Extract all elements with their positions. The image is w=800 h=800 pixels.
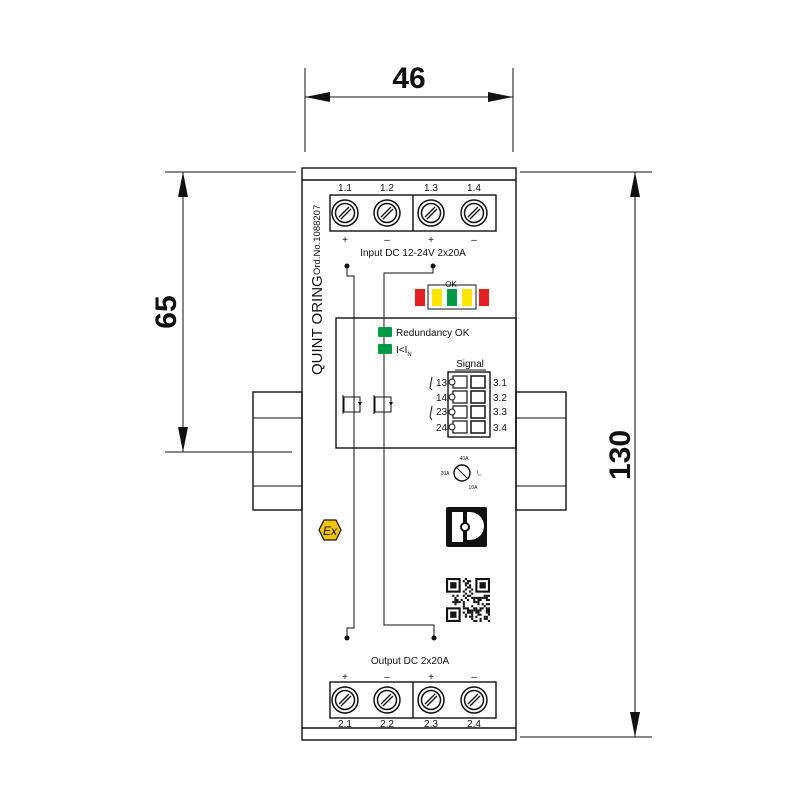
redundancy-ok-led — [378, 327, 392, 337]
dial-label: IN — [477, 470, 481, 477]
terminal-label: 2.4 — [467, 719, 481, 730]
terminal-label: 2.2 — [380, 719, 394, 730]
dial-label: 20A — [441, 471, 451, 477]
input-label: Input DC 12-24V 2x20A — [360, 248, 466, 259]
dial-label: 10A — [469, 485, 479, 491]
polarity: – — [471, 672, 477, 683]
mosfet-symbol-1 — [342, 395, 362, 414]
signal-terminal[interactable] — [448, 405, 486, 419]
terminal-screw-icon[interactable] — [460, 686, 488, 714]
signal-terminal[interactable] — [448, 420, 486, 434]
contact-label: 24 — [436, 423, 448, 434]
terminal-label: 1.1 — [338, 183, 352, 194]
ex-mark-text: Ex — [323, 524, 338, 538]
polarity: + — [342, 672, 348, 683]
contact-label: 13 — [436, 378, 448, 389]
din-rail-left — [252, 391, 303, 511]
output-terminal-block: + – + – 2.1 2.2 2.3 2.4 — [329, 672, 497, 730]
contact-label: 3.3 — [493, 407, 507, 418]
led-bar: OK — [415, 280, 489, 310]
signal-terminal[interactable] — [448, 390, 486, 404]
current-limit-dial[interactable]: 40A 20A 10A IN — [441, 456, 481, 491]
terminal-screw-icon[interactable] — [417, 199, 445, 227]
terminal-screw-icon[interactable] — [331, 199, 359, 227]
polarity: – — [471, 235, 477, 246]
terminal-screw-icon[interactable] — [460, 199, 488, 227]
terminal-label: 1.3 — [424, 183, 438, 194]
current-label: I<IN — [396, 345, 412, 358]
contact-label: 23 — [436, 407, 448, 418]
terminal-screw-icon[interactable] — [373, 686, 401, 714]
polarity: + — [428, 672, 434, 683]
dimension-height: 130 — [520, 171, 652, 738]
output-label: Output DC 2x20A — [371, 656, 450, 667]
contact-label: 3.4 — [493, 423, 507, 434]
device-housing — [301, 167, 517, 741]
terminal-screw-icon[interactable] — [373, 199, 401, 227]
terminal-label: 1.4 — [467, 183, 481, 194]
dimension-width: 46 — [304, 62, 514, 152]
terminal-screw-icon[interactable] — [417, 686, 445, 714]
signal-title: Signal — [456, 359, 484, 370]
dial-label: 40A — [460, 456, 470, 462]
redundancy-ok-label: Redundancy OK — [396, 328, 470, 339]
terminal-screw-icon[interactable] — [331, 686, 359, 714]
led-green — [447, 289, 457, 306]
upper-height-value: 65 — [150, 295, 183, 328]
signal-connector: Signal 13 14 23 24 3.1 3.2 3.3 3.4 — [429, 359, 507, 438]
contact-label: 3.1 — [493, 378, 507, 389]
contact-label: 3.2 — [493, 393, 507, 404]
brand-logo-icon — [446, 507, 487, 547]
qr-code — [446, 578, 490, 622]
signal-terminal[interactable] — [448, 375, 486, 389]
polarity: + — [342, 235, 348, 246]
terminal-label: 2.3 — [424, 719, 438, 730]
led-red — [415, 289, 425, 306]
device-name: QUINT ORING — [309, 275, 326, 375]
terminal-label: 1.2 — [380, 183, 394, 194]
input-terminal-block: 1.1 1.2 1.3 1.4 + – + – — [329, 183, 497, 246]
contact-label: 14 — [436, 393, 448, 404]
led-yellow — [462, 289, 472, 306]
led-yellow — [432, 289, 442, 306]
polarity: + — [428, 235, 434, 246]
led-red — [479, 289, 489, 306]
height-value: 130 — [604, 430, 637, 480]
dimension-upper-height: 65 — [150, 171, 296, 453]
width-value: 46 — [392, 62, 425, 95]
terminal-label: 2.1 — [338, 719, 352, 730]
mosfet-symbol-2 — [373, 395, 393, 414]
internal-wiring — [342, 263, 437, 641]
polarity: – — [384, 235, 390, 246]
polarity: – — [384, 672, 390, 683]
current-led — [378, 344, 392, 354]
ex-mark-icon: Ex — [318, 519, 342, 541]
din-rail-right — [515, 391, 567, 511]
order-number: Ord.No.1088207 — [312, 205, 323, 275]
